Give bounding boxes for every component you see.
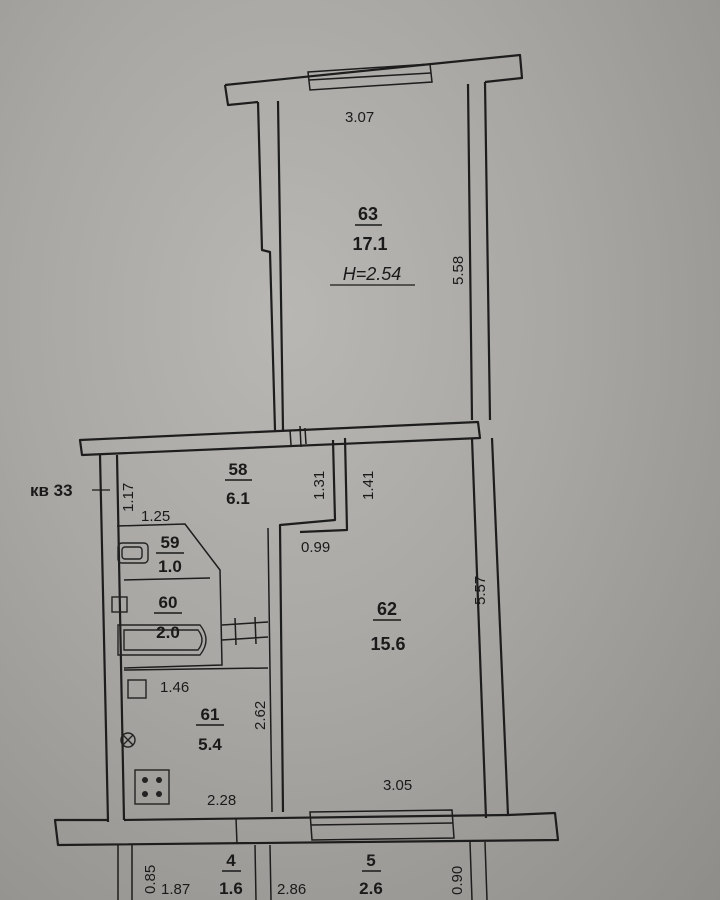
room-58-number: 58 — [229, 460, 248, 479]
dim-0-99: 0.99 — [301, 539, 330, 556]
balcony-5-label: 5 2.6 — [359, 851, 383, 898]
room-5-area: 2.6 — [359, 879, 383, 898]
room-62-number: 62 — [377, 599, 397, 619]
dim-0-90: 0.90 — [449, 866, 466, 895]
room-60-area: 2.0 — [156, 623, 180, 642]
room-63-area: 17.1 — [352, 234, 387, 254]
sink-icon — [117, 542, 149, 564]
dim-2-28: 2.28 — [207, 792, 236, 809]
room-63-label: 63 17.1 H=2.54 — [330, 204, 415, 286]
balconies — [117, 841, 488, 900]
room-4-area: 1.6 — [219, 879, 243, 898]
dim-2-86: 2.86 — [277, 881, 306, 898]
bathtub-icon — [117, 624, 207, 656]
middle-wall — [78, 420, 482, 457]
room-62-area: 15.6 — [370, 634, 405, 654]
dim-1-31: 1.31 — [311, 471, 328, 500]
dim-3-07: 3.07 — [345, 109, 374, 126]
room-58-area: 6.1 — [226, 489, 250, 508]
room-60-label: 60 2.0 — [154, 593, 182, 642]
room-60-number: 60 — [159, 593, 178, 612]
room-59-number: 59 — [161, 533, 180, 552]
fixtures — [111, 542, 207, 805]
dim-1-46: 1.46 — [160, 679, 189, 696]
dim-5-57: 5.57 — [472, 576, 489, 605]
dim-5-58: 5.58 — [450, 256, 467, 285]
room-5-number: 5 — [366, 851, 375, 870]
dim-1-41: 1.41 — [360, 471, 377, 500]
dim-3-05: 3.05 — [383, 777, 412, 794]
room-58-label: 58 6.1 — [225, 460, 252, 508]
room-59-label: 59 1.0 — [156, 533, 184, 576]
room-62-label: 62 15.6 — [370, 599, 405, 654]
dim-1-17: 1.17 — [120, 483, 137, 512]
dim-1-25: 1.25 — [141, 508, 170, 525]
toilet-icon — [111, 596, 128, 613]
apartment-number: кв 33 — [30, 481, 73, 500]
balcony-4-label: 4 1.6 — [219, 851, 243, 898]
room-63-walls — [223, 53, 524, 431]
gas-meter-icon — [120, 732, 136, 748]
room-63-number: 63 — [358, 204, 378, 224]
dim-1-87: 1.87 — [161, 881, 190, 898]
dim-2-62: 2.62 — [252, 701, 269, 730]
room-59-area: 1.0 — [158, 557, 182, 576]
room-4-number: 4 — [226, 851, 236, 870]
dimensions: 3.07 5.58 1.17 1.25 1.31 1.41 0.99 5.57 … — [120, 109, 489, 898]
stove-icon — [134, 769, 170, 805]
room-61-area: 5.4 — [198, 735, 222, 754]
room-61-number: 61 — [201, 705, 220, 724]
kitchen-sink-icon — [127, 679, 147, 699]
dim-0-85: 0.85 — [142, 865, 159, 894]
apartment-label: кв 33 — [30, 481, 110, 500]
ceiling-height: H=2.54 — [343, 264, 402, 284]
interior-partitions — [116, 437, 349, 813]
room-61-label: 61 5.4 — [196, 705, 224, 754]
lower-walls — [53, 437, 560, 847]
